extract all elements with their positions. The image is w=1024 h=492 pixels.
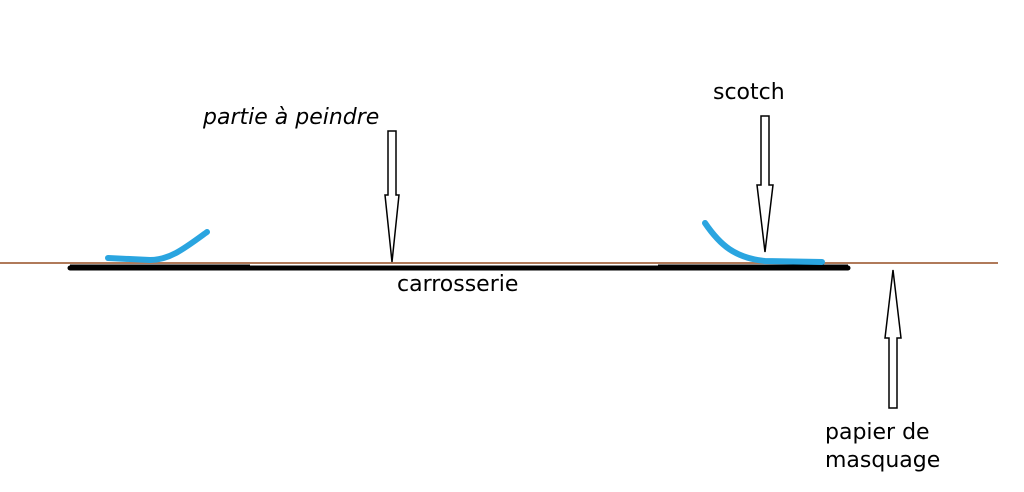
label-tape: scotch <box>713 80 785 105</box>
label-masking-paper-line1: papier de <box>825 420 930 445</box>
label-paint-area: partie à peindre <box>203 105 380 130</box>
tape-right <box>702 220 825 265</box>
label-masking-paper-line2: masquage <box>825 448 941 473</box>
arrow-tape <box>756 115 774 253</box>
label-car-body: carrosserie <box>397 272 519 297</box>
arrow-paint-area <box>384 130 400 263</box>
arrow-masking-paper <box>884 269 902 409</box>
tape-left <box>105 229 210 263</box>
label-masking-paper: papier de masquage <box>825 419 940 475</box>
